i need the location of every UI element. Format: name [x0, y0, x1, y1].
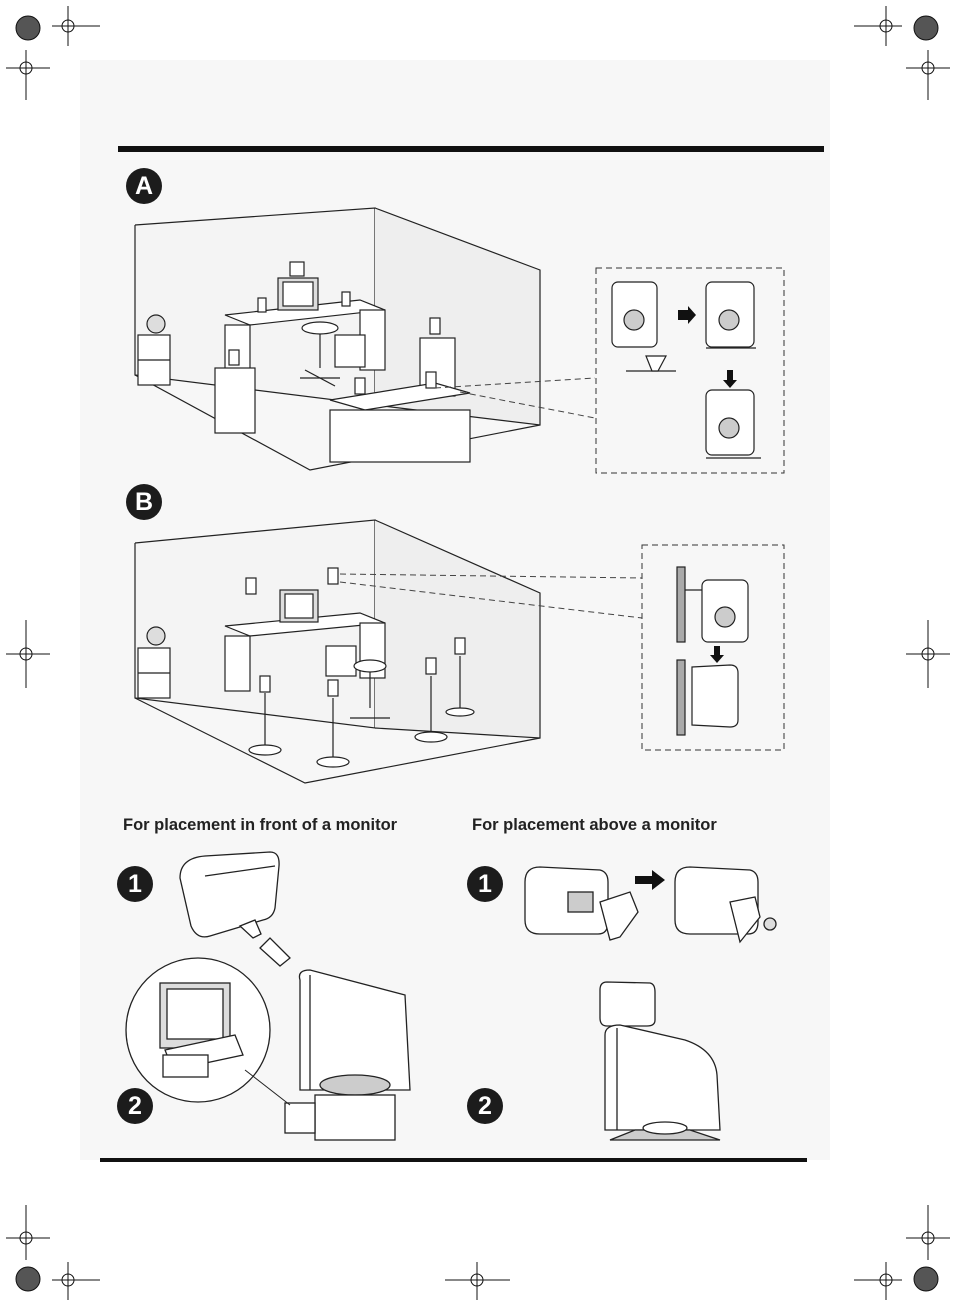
front-step-1-badge: 1 — [117, 866, 153, 902]
above-step-2-badge: 2 — [467, 1088, 503, 1124]
section-b-badge: B — [126, 484, 162, 520]
front-placement-caption: For placement in front of a monitor — [123, 816, 397, 835]
above-step-2-illustration — [595, 980, 725, 1145]
above-step-1-badge: 1 — [467, 866, 503, 902]
room-b-illustration — [130, 518, 550, 790]
front-step-1-illustration — [175, 848, 315, 968]
speaker-stand-mount-inset — [596, 268, 784, 473]
front-step-2-illustration — [125, 955, 400, 1145]
section-a-badge: A — [126, 168, 162, 204]
above-placement-caption: For placement above a monitor — [472, 816, 717, 835]
wall-mount-inset — [642, 545, 784, 750]
room-a-illustration — [130, 200, 550, 475]
above-step-1-illustration — [520, 862, 785, 952]
